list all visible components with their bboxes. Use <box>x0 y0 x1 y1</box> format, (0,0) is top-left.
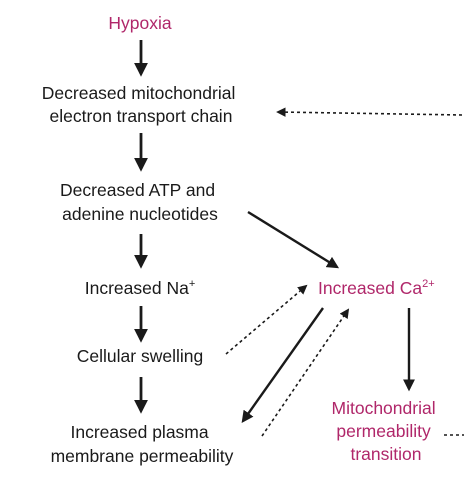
node-increased-plasma-line1: Increased plasma <box>70 422 208 442</box>
node-mito-transition-line1: Mitochondrial <box>332 398 436 418</box>
node-increased-ca: Increased Ca2+ <box>318 278 435 298</box>
node-increased-na-label: Increased Na <box>85 278 189 298</box>
node-decreased-atp-line1: Decreased ATP and <box>60 180 215 200</box>
node-increased-na: Increased Na+ <box>85 278 196 298</box>
arrow-offpage-to-etc <box>276 107 463 117</box>
node-decreased-etc-line1: Decreased mitochondrial <box>42 83 236 103</box>
node-increased-plasma: Increased plasma membrane permeability <box>51 422 234 466</box>
arrow-ca-to-plasma <box>241 307 324 423</box>
node-mito-transition-line2: permeability <box>336 421 431 441</box>
arrow-swelling-to-ca <box>225 284 308 355</box>
arrow-plasma-to-ca <box>261 308 350 437</box>
node-decreased-atp-line2: adenine nucleotides <box>62 204 218 224</box>
node-mito-transition-line3: transition <box>350 444 421 464</box>
node-increased-na-sup: + <box>189 278 195 290</box>
node-decreased-etc: Decreased mitochondrial electron transpo… <box>42 83 240 126</box>
node-hypoxia: Hypoxia <box>108 13 171 33</box>
node-cellular-swelling: Cellular swelling <box>77 346 203 366</box>
node-increased-ca-sup: 2+ <box>422 278 435 290</box>
node-increased-plasma-line2: membrane permeability <box>51 446 234 466</box>
node-mito-transition: Mitochondrial permeability transition <box>332 398 441 464</box>
node-increased-ca-label: Increased Ca <box>318 278 422 298</box>
node-decreased-atp: Decreased ATP and adenine nucleotides <box>60 180 220 224</box>
node-decreased-etc-line2: electron transport chain <box>50 106 233 126</box>
arrow-atp-to-ca <box>247 210 340 269</box>
